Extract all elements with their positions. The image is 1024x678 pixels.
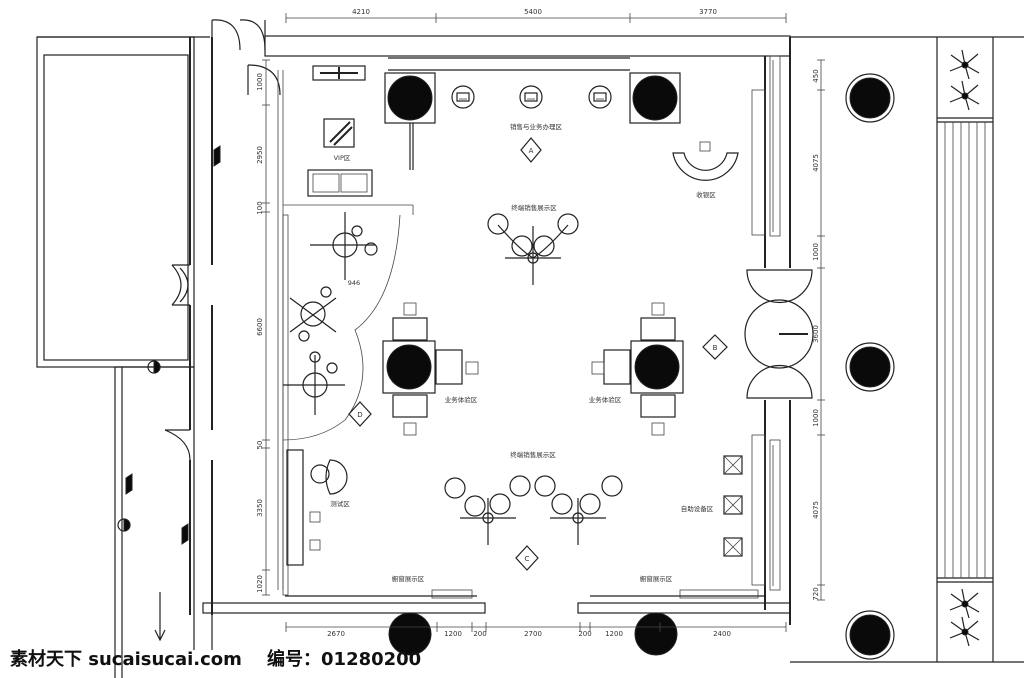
dimension-left: 1000 2950 100 6600 50 3350 1020 <box>256 59 270 596</box>
test-area <box>286 449 348 566</box>
label-terminal-top: 终端销售展示区 <box>511 203 557 212</box>
left-partition <box>282 214 401 596</box>
window-display <box>431 589 759 599</box>
cashier-desk <box>672 141 739 181</box>
label-terminal-bottom: 终端销售展示区 <box>510 450 556 459</box>
label-vip: VIP区 <box>334 154 351 162</box>
svg-text:2950: 2950 <box>256 146 264 164</box>
svg-text:3600: 3600 <box>812 325 820 343</box>
exterior-column <box>845 73 895 123</box>
marker-a-icon: A <box>520 137 542 163</box>
label-self-service: 自助设备区 <box>681 504 714 513</box>
experience-table-left <box>382 302 479 436</box>
svg-text:200: 200 <box>473 630 486 638</box>
revolving-door <box>744 269 814 399</box>
svg-text:4075: 4075 <box>812 154 820 172</box>
watermark-id-label: 编号： <box>267 649 322 670</box>
svg-text:2670: 2670 <box>327 630 345 638</box>
label-experience-left: 业务体验区 <box>445 395 478 404</box>
plant-icon <box>949 588 980 619</box>
left-annex <box>36 36 210 678</box>
dimension-bottom: 2670 1200 200 2700 1200 200 2400 <box>285 622 787 638</box>
svg-text:1200: 1200 <box>444 630 462 638</box>
self-service-devices <box>723 455 743 557</box>
experience-table-right <box>591 302 684 436</box>
watermark-site: 素材天下 sucaisucai.com <box>10 649 242 670</box>
marker-d-icon: D <box>348 401 372 427</box>
interior-column <box>388 612 432 656</box>
svg-text:720: 720 <box>812 587 820 600</box>
service-stations <box>451 85 612 109</box>
watermark: 素材天下 sucaisucai.com 编号：01280200 <box>10 645 421 671</box>
plant-icon <box>949 49 980 80</box>
svg-text:450: 450 <box>812 69 820 82</box>
svg-text:100: 100 <box>256 201 264 214</box>
svg-text:A: A <box>529 147 534 155</box>
exterior-column <box>849 77 891 119</box>
label-experience-right: 业务体验区 <box>589 395 622 404</box>
label-sales-office: 销售与业务办理区 <box>510 122 563 131</box>
interior-column <box>629 72 681 124</box>
tables-left <box>283 212 378 415</box>
label-cashier: 收银区 <box>696 190 716 199</box>
exterior-column <box>845 610 895 660</box>
svg-text:3770: 3770 <box>699 8 717 16</box>
watermark-id-value: 01280200 <box>321 649 422 670</box>
dimension-right: 450 4075 1000 3600 1000 4075 720 <box>812 59 825 601</box>
svg-text:D: D <box>357 411 362 419</box>
exterior-column <box>849 346 891 388</box>
label-small-tag: 946 <box>348 279 360 287</box>
svg-text:1020: 1020 <box>256 575 264 593</box>
exterior-column <box>849 614 891 656</box>
svg-text:200: 200 <box>578 630 591 638</box>
marker-c-icon: C <box>515 545 539 571</box>
svg-text:B: B <box>713 344 718 352</box>
plant-icon <box>949 80 980 111</box>
svg-text:5400: 5400 <box>524 8 542 16</box>
svg-text:C: C <box>525 555 530 563</box>
svg-text:3350: 3350 <box>256 499 264 517</box>
label-window-right: 橱窗展示区 <box>640 574 673 583</box>
svg-text:1000: 1000 <box>812 409 820 427</box>
svg-text:4210: 4210 <box>352 8 370 16</box>
svg-text:1000: 1000 <box>256 73 264 91</box>
right-exterior <box>790 36 1024 663</box>
marker-b-icon: B <box>702 334 728 360</box>
plant-icon <box>949 616 980 647</box>
svg-text:6600: 6600 <box>256 318 264 336</box>
right-wall-shelves <box>751 55 781 591</box>
svg-text:4075: 4075 <box>812 501 820 519</box>
label-window-left: 橱窗展示区 <box>392 574 425 583</box>
svg-text:50: 50 <box>256 441 264 450</box>
interior-column <box>634 612 678 656</box>
svg-text:1200: 1200 <box>605 630 623 638</box>
svg-text:1000: 1000 <box>812 243 820 261</box>
svg-text:2700: 2700 <box>524 630 542 638</box>
terminal-display-top <box>487 213 579 285</box>
wall-symbols <box>117 145 221 642</box>
terminal-display-bottom <box>444 475 623 545</box>
svg-text:2400: 2400 <box>713 630 731 638</box>
exterior-column <box>845 342 895 392</box>
label-test: 测试区 <box>330 499 350 508</box>
interior-column <box>384 72 436 170</box>
dimension-top: 4210 5400 3770 <box>285 8 787 23</box>
